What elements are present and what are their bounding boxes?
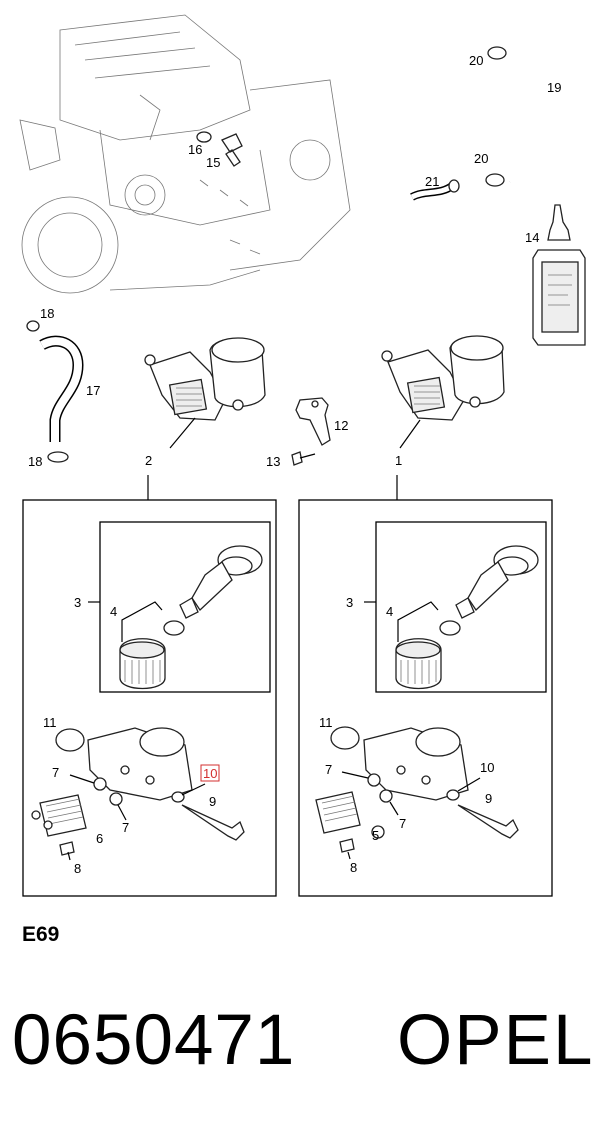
oil-cooler-6-left-port-2 (43, 820, 53, 830)
seal-7-right-b (379, 789, 393, 803)
callout-20-bottom: 20 (474, 151, 488, 166)
plug-15 (221, 133, 243, 167)
hose-19 (499, 47, 565, 185)
filter-kit-3-box-left (99, 521, 271, 693)
hose-21-end (448, 179, 460, 193)
callout-20-top: 20 (469, 53, 483, 68)
filter-tube-right-tip (455, 597, 475, 619)
seal-ring-left (163, 620, 185, 636)
bolt-9-right (457, 804, 519, 839)
callout-14: 14 (525, 230, 539, 245)
highlight-box-10 (200, 764, 220, 782)
callout-17: 17 (86, 383, 100, 398)
clamp-18-bottom (47, 451, 69, 463)
callout-2: 2 (145, 453, 152, 468)
callout-9-right: 9 (485, 791, 492, 806)
callout-7-left-b: 7 (122, 820, 129, 835)
callout-18-top: 18 (40, 306, 54, 321)
oil-cooler-5-right-port (371, 825, 385, 839)
callout-3-left: 3 (74, 595, 81, 610)
seal-10-left (171, 791, 185, 803)
callout-9-left: 9 (209, 794, 216, 809)
assembly-1-breakdown-box (298, 499, 553, 897)
oil-cooler-5-right (315, 791, 361, 834)
parts-diagram: 16 15 20 19 20 21 14 18 17 18 2 12 13 (19, 14, 586, 897)
housing-body-right-port (415, 727, 461, 757)
seal-10-right (446, 789, 460, 801)
bolt-13 (291, 451, 303, 466)
callout-7-left-a: 7 (52, 765, 59, 780)
callout-8-right: 8 (350, 860, 357, 875)
oil-cooler-6-left-port-1 (31, 810, 41, 820)
filter-kit-3-box-right (375, 521, 547, 693)
callout-4-right: 4 (386, 604, 393, 619)
engine-block-illustration (19, 14, 351, 294)
bolt-8-right (339, 838, 355, 853)
filter-tube-left (191, 561, 233, 611)
callout-8-left: 8 (74, 861, 81, 876)
callout-4-left: 4 (110, 604, 117, 619)
assembly-2-breakdown-box (22, 499, 277, 897)
callout-5-right: 5 (372, 828, 379, 843)
bolt-9-left (181, 804, 245, 841)
clamp-18-top (26, 320, 40, 332)
callout-11-left: 11 (43, 715, 57, 730)
callout-16: 16 (188, 142, 202, 157)
filter-element-left-top (119, 641, 165, 659)
housing-body-right-hole-1 (396, 765, 406, 775)
seal-ring-right (439, 620, 461, 636)
callout-6-left: 6 (96, 831, 103, 846)
callout-3-right: 3 (346, 595, 353, 610)
clamp-20-bottom (485, 173, 505, 187)
filter-tube-right (467, 561, 509, 611)
callout-18-bottom: 18 (28, 454, 42, 469)
callout-15: 15 (206, 155, 220, 170)
filter-housing-assembly-1 (381, 335, 505, 421)
o-ring-11-left (55, 728, 85, 752)
diagram-code: E69 (22, 923, 60, 946)
callout-7-right-b: 7 (399, 816, 406, 831)
callout-10-right: 10 (480, 760, 494, 775)
o-ring-11-right (330, 726, 360, 750)
bolt-8-left (59, 841, 75, 856)
callout-21: 21 (425, 174, 439, 189)
housing-body-left-hole-2 (145, 775, 155, 785)
part-number: 0650471 (12, 1001, 296, 1080)
sealant-bottle-14 (532, 204, 586, 346)
seal-7-left-b (109, 792, 123, 806)
callout-10-left: 10 (203, 766, 217, 781)
housing-body-left-hole-1 (120, 765, 130, 775)
seal-7-left-a (93, 777, 107, 791)
bracket-12 (295, 397, 331, 446)
filter-element-right-top (395, 641, 441, 659)
callout-11-right: 11 (319, 715, 333, 730)
housing-body-right-hole-2 (421, 775, 431, 785)
filter-housing-assembly-2 (144, 337, 266, 421)
o-ring-16 (196, 131, 212, 143)
filter-tube-left-tip (179, 597, 199, 619)
callout-1: 1 (395, 453, 402, 468)
clamp-20-top (487, 46, 507, 60)
brand-name: OPEL (397, 1001, 595, 1080)
oil-cooler-6-left (39, 794, 87, 837)
hose-17 (40, 337, 83, 442)
housing-body-left-port (139, 727, 185, 757)
callout-13: 13 (266, 454, 280, 469)
seal-7-right-a (367, 773, 381, 787)
callout-19: 19 (547, 80, 561, 95)
callout-12: 12 (334, 418, 348, 433)
bracket-12-hole (311, 400, 319, 408)
callout-7-right-a: 7 (325, 762, 332, 777)
